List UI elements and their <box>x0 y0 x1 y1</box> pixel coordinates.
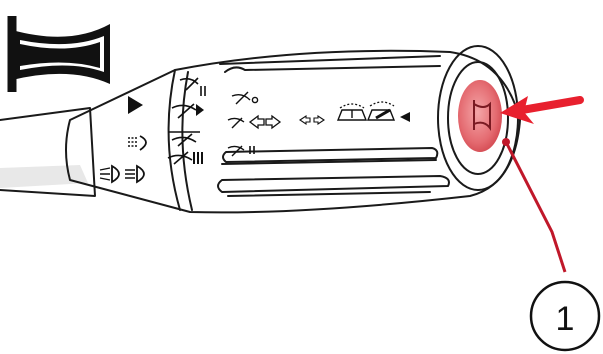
wiper-auto-icon <box>172 104 204 118</box>
callout-marker: 1 <box>531 282 599 350</box>
rear-wiper-icon <box>338 104 366 120</box>
arrow-left-right-small-icon <box>300 116 324 124</box>
wiper-zero-icon <box>232 92 258 104</box>
callout-dot <box>502 138 510 146</box>
press-arrow-icon <box>500 96 580 124</box>
callout-number: 1 <box>556 300 575 338</box>
arrow-left-right-icon <box>250 116 280 128</box>
wiper-interval-icon <box>168 132 200 146</box>
pointer-arrow-icon <box>400 112 410 122</box>
stalk-body <box>66 51 520 213</box>
fog-light-icon <box>128 136 146 150</box>
play-arrow-icon <box>128 96 143 114</box>
wiper-wash-icon <box>168 152 202 164</box>
wiper-single-icon <box>228 118 244 128</box>
left-symbols <box>100 96 146 182</box>
horn-button <box>458 80 502 152</box>
horn-icon <box>12 16 110 92</box>
rear-wash-icon <box>368 102 394 120</box>
low-beam-icon <box>100 166 119 182</box>
callout-line <box>506 142 565 272</box>
high-beam-icon <box>125 166 144 182</box>
